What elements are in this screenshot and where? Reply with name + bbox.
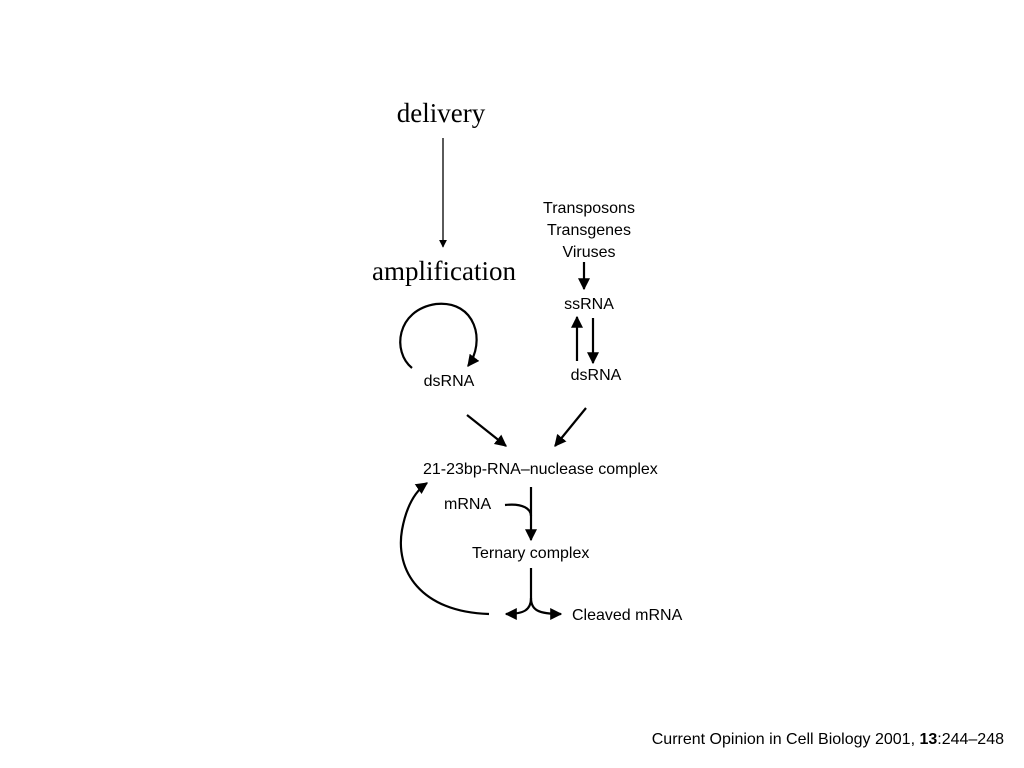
ternary-complex-node: Ternary complex	[472, 545, 590, 562]
recycle-loop-arrow	[399, 482, 490, 616]
mrna-node: mRNA	[444, 496, 492, 513]
amplification-loop-arrow	[399, 302, 480, 369]
citation-journal: Current Opinion in Cell Biology	[651, 731, 871, 748]
citation: Current Opinion in Cell Biology 2001, 13…	[652, 731, 1004, 749]
source-transgenes: Transgenes	[547, 222, 631, 239]
citation-pages: :244–248	[937, 731, 1004, 748]
split-right-arrow	[529, 597, 563, 620]
dsrna-left-node: dsRNA	[423, 373, 475, 390]
mrna-join-line	[504, 503, 533, 517]
source-transposons: Transposons	[543, 200, 635, 217]
cleaved-mrna-node: Cleaved mRNA	[572, 607, 683, 624]
split-left-arrow	[504, 597, 533, 620]
delivery-label: delivery	[396, 98, 486, 128]
source-viruses: Viruses	[562, 244, 616, 261]
complex-node: 21-23bp-RNA–nuclease complex	[423, 461, 658, 478]
left-dsrna-to-complex-arrow	[466, 414, 507, 447]
citation-year: 2001,	[870, 731, 920, 748]
dsrna-right-node: dsRNA	[570, 367, 622, 384]
sources-list: Transposons Transgenes Viruses	[543, 198, 635, 264]
amplification-label: amplification	[372, 256, 516, 286]
citation-volume: 13	[919, 731, 938, 748]
ssrna-node: ssRNA	[564, 296, 614, 313]
right-dsrna-to-complex-arrow	[554, 407, 587, 447]
